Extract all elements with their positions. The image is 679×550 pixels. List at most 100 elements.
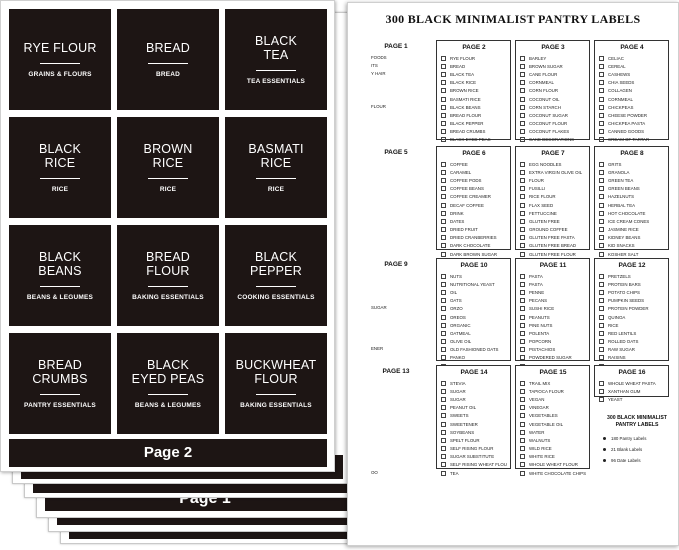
checkbox[interactable] — [599, 380, 604, 386]
checkbox[interactable] — [441, 96, 446, 102]
checkbox[interactable] — [599, 251, 604, 257]
checkbox[interactable] — [599, 235, 604, 241]
checkbox[interactable] — [520, 446, 525, 452]
checkbox[interactable] — [520, 314, 525, 320]
checkbox[interactable] — [441, 88, 446, 94]
checkbox[interactable] — [520, 202, 525, 208]
checkbox[interactable] — [520, 380, 525, 386]
checkbox[interactable] — [520, 210, 525, 216]
checkbox[interactable] — [441, 121, 446, 127]
checkbox[interactable] — [520, 470, 525, 476]
checkbox[interactable] — [441, 454, 446, 460]
checkbox[interactable] — [441, 235, 446, 241]
checkbox[interactable] — [599, 104, 604, 110]
checkbox[interactable] — [441, 470, 446, 476]
checkbox[interactable] — [599, 227, 604, 233]
checkbox[interactable] — [441, 137, 446, 143]
checkbox[interactable] — [599, 194, 604, 200]
checkbox[interactable] — [520, 177, 525, 183]
checkbox[interactable] — [599, 298, 604, 304]
checkbox[interactable] — [599, 355, 604, 361]
checkbox[interactable] — [520, 437, 525, 443]
checkbox[interactable] — [599, 339, 604, 345]
checkbox[interactable] — [441, 63, 446, 69]
checkbox[interactable] — [441, 388, 446, 394]
checkbox[interactable] — [520, 339, 525, 345]
checkbox[interactable] — [441, 71, 446, 77]
checkbox[interactable] — [520, 405, 525, 411]
checkbox[interactable] — [599, 281, 604, 287]
checkbox[interactable] — [441, 218, 446, 224]
checkbox[interactable] — [441, 281, 446, 287]
checkbox[interactable] — [441, 314, 446, 320]
checkbox[interactable] — [520, 454, 525, 460]
checkbox[interactable] — [441, 186, 446, 192]
checkbox[interactable] — [599, 177, 604, 183]
checkbox[interactable] — [520, 129, 525, 135]
checkbox[interactable] — [599, 169, 604, 175]
checkbox[interactable] — [441, 161, 446, 167]
checkbox[interactable] — [520, 421, 525, 427]
checkbox[interactable] — [441, 306, 446, 312]
checkbox[interactable] — [520, 251, 525, 257]
checkbox[interactable] — [599, 289, 604, 295]
checkbox[interactable] — [520, 273, 525, 279]
checkbox[interactable] — [599, 330, 604, 336]
checkbox[interactable] — [599, 96, 604, 102]
checkbox[interactable] — [520, 281, 525, 287]
checkbox[interactable] — [441, 347, 446, 353]
checkbox[interactable] — [441, 243, 446, 249]
checkbox[interactable] — [599, 347, 604, 353]
checkbox[interactable] — [599, 121, 604, 127]
checkbox[interactable] — [520, 63, 525, 69]
checkbox[interactable] — [441, 112, 446, 118]
checkbox[interactable] — [599, 218, 604, 224]
checkbox[interactable] — [520, 137, 525, 143]
checkbox[interactable] — [599, 55, 604, 61]
checkbox[interactable] — [599, 112, 604, 118]
checkbox[interactable] — [441, 462, 446, 468]
checkbox[interactable] — [520, 194, 525, 200]
checkbox[interactable] — [520, 71, 525, 77]
checkbox[interactable] — [520, 96, 525, 102]
checkbox[interactable] — [599, 210, 604, 216]
checkbox[interactable] — [441, 194, 446, 200]
checkbox[interactable] — [520, 80, 525, 86]
checkbox[interactable] — [441, 322, 446, 328]
checkbox[interactable] — [520, 161, 525, 167]
checkbox[interactable] — [520, 104, 525, 110]
checkbox[interactable] — [441, 273, 446, 279]
checkbox[interactable] — [520, 88, 525, 94]
checkbox[interactable] — [441, 289, 446, 295]
checkbox[interactable] — [599, 243, 604, 249]
checkbox[interactable] — [599, 80, 604, 86]
checkbox[interactable] — [599, 63, 604, 69]
checkbox[interactable] — [441, 330, 446, 336]
checkbox[interactable] — [520, 289, 525, 295]
checkbox[interactable] — [441, 380, 446, 386]
checkbox[interactable] — [441, 251, 446, 257]
checkbox[interactable] — [599, 161, 604, 167]
checkbox[interactable] — [441, 429, 446, 435]
checkbox[interactable] — [599, 314, 604, 320]
checkbox[interactable] — [520, 306, 525, 312]
checkbox[interactable] — [520, 243, 525, 249]
checkbox[interactable] — [441, 129, 446, 135]
checkbox[interactable] — [520, 413, 525, 419]
checkbox[interactable] — [441, 446, 446, 452]
checkbox[interactable] — [441, 104, 446, 110]
checkbox[interactable] — [599, 273, 604, 279]
checkbox[interactable] — [599, 88, 604, 94]
checkbox[interactable] — [599, 71, 604, 77]
checkbox[interactable] — [441, 202, 446, 208]
checkbox[interactable] — [441, 177, 446, 183]
checkbox[interactable] — [441, 55, 446, 61]
checkbox[interactable] — [441, 355, 446, 361]
checkbox[interactable] — [441, 210, 446, 216]
checkbox[interactable] — [441, 169, 446, 175]
checkbox[interactable] — [599, 202, 604, 208]
checkbox[interactable] — [520, 218, 525, 224]
checkbox[interactable] — [441, 396, 446, 402]
checkbox[interactable] — [599, 396, 604, 402]
checkbox[interactable] — [599, 322, 604, 328]
